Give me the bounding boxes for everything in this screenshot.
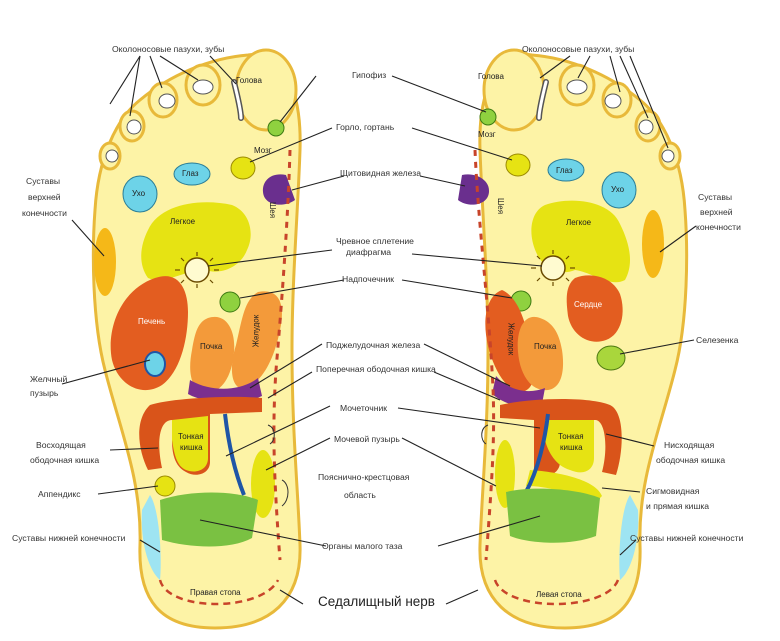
left-pelvis: [506, 489, 600, 543]
left-solar-plexus: [541, 256, 565, 280]
label-bladder: Мочевой пузырь: [334, 434, 400, 445]
left-toe-pad-4: [639, 120, 653, 134]
right-ear-text: Ухо: [132, 189, 145, 199]
right-lung-text: Легкое: [170, 217, 195, 227]
left-spleen: [597, 346, 625, 370]
label-gallbladder-2: пузырь: [30, 388, 58, 399]
label-upper-limb-left-3: конечности: [22, 208, 67, 219]
label-throat: Горло, гортань: [336, 122, 394, 133]
label-ascending-colon-2: ободочная кишка: [30, 455, 99, 466]
label-pelvic-organs: Органы малого таза: [322, 541, 402, 552]
left-small-intestine-text-2: кишка: [560, 443, 583, 453]
left-ear-text: Ухо: [611, 185, 624, 195]
label-sinuses-right: Околоносовые пазухи, зубы: [522, 44, 634, 55]
right-adrenal: [220, 292, 240, 312]
right-gallbladder: [145, 352, 165, 376]
left-neck-text: Шея: [495, 198, 505, 214]
label-gallbladder-1: Желчный: [30, 374, 67, 385]
label-lumbosacral-1: Пояснично-крестцовая: [318, 472, 409, 483]
left-small-intestine-text-1: Тонкая: [558, 432, 584, 442]
right-toe-pad-3: [159, 94, 175, 108]
left-pituitary: [480, 109, 496, 125]
right-eye-text: Глаз: [182, 169, 199, 179]
right-toe-big: [236, 50, 296, 130]
right-throat: [231, 157, 255, 179]
left-foot-name: Левая стопа: [536, 590, 582, 600]
label-transverse-colon: Поперечная ободочная кишка: [316, 364, 436, 375]
label-descending-colon-2: ободочная кишка: [656, 455, 725, 466]
label-pancreas: Поджелудочная железа: [326, 340, 420, 351]
label-ascending-colon-1: Восходящая: [36, 440, 86, 451]
label-solar-plexus-2: диафрагма: [346, 247, 391, 258]
right-pelvis: [160, 493, 258, 547]
label-upper-limb-right-1: Суставы: [698, 192, 732, 203]
left-kidney-text: Почка: [534, 342, 556, 352]
left-lung-text: Легкое: [566, 218, 591, 228]
right-neck-text: Шея: [267, 202, 277, 218]
label-lumbosacral-2: область: [344, 490, 376, 501]
left-brain-text: Мозг: [478, 130, 496, 140]
label-sciatic-nerve: Седалищный нерв: [318, 596, 435, 607]
label-lower-limb-right: Суставы нижней конечности: [630, 533, 743, 544]
right-kidney-text: Почка: [200, 342, 222, 352]
right-brain-text: Мозг: [254, 146, 272, 156]
right-upper-limb: [94, 228, 116, 296]
label-sinuses-left: Околоносовые пазухи, зубы: [112, 44, 224, 55]
left-throat: [506, 154, 530, 176]
right-pituitary: [268, 120, 284, 136]
left-toe-pad-5: [662, 150, 674, 162]
right-toe-pad-4: [127, 120, 141, 134]
label-sigmoid-1: Сигмовидная: [646, 486, 699, 497]
label-descending-colon-1: Нисходящая: [664, 440, 714, 451]
left-eye-text: Глаз: [556, 166, 573, 176]
right-toe-pad-2: [193, 80, 213, 94]
right-toe-pad-5: [106, 150, 118, 162]
right-foot-name: Правая стопа: [190, 588, 241, 598]
label-adrenal: Надпочечник: [342, 274, 394, 285]
left-heart-text: Сердце: [574, 300, 602, 310]
right-head-text: Голова: [236, 76, 262, 86]
label-thyroid: Щитовидная железа: [340, 168, 421, 179]
right-stomach-text: Желудок: [251, 315, 261, 348]
label-lower-limb-left: Суставы нижней конечности: [12, 533, 125, 544]
label-sigmoid-2: и прямая кишка: [646, 501, 709, 512]
right-liver-text: Печень: [138, 317, 165, 327]
left-toe-pad-3: [605, 94, 621, 108]
label-upper-limb-right-2: верхней: [700, 207, 733, 218]
label-spleen: Селезенка: [696, 335, 738, 346]
label-upper-limb-right-3: конечности: [696, 222, 741, 233]
label-solar-plexus-1: Чревное сплетение: [336, 236, 414, 247]
left-stomach-text: Желудок: [505, 323, 515, 356]
label-ureter: Мочеточник: [340, 403, 387, 414]
left-toe-pad-2: [567, 80, 587, 94]
right-solar-plexus: [185, 258, 209, 282]
right-small-intestine-text-1: Тонкая: [178, 432, 204, 442]
left-head-text: Голова: [478, 72, 504, 82]
left-upper-limb: [642, 210, 664, 278]
label-upper-limb-left-1: Суставы: [26, 176, 60, 187]
label-upper-limb-left-2: верхней: [28, 192, 61, 203]
right-small-intestine-text-2: кишка: [180, 443, 203, 453]
label-pituitary: Гипофиз: [352, 70, 386, 81]
label-appendix: Аппендикс: [38, 489, 81, 500]
